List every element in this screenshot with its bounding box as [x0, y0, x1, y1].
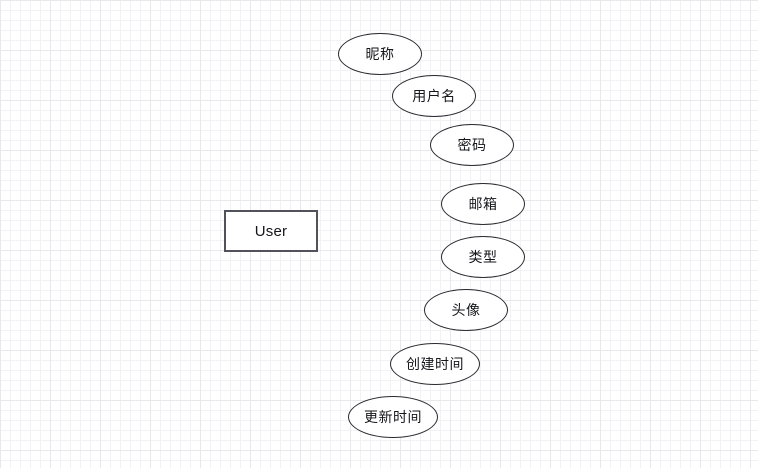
attr-avatar-label: 头像: [451, 302, 481, 318]
attr-type[interactable]: 类型: [441, 236, 525, 278]
attr-avatar[interactable]: 头像: [424, 289, 508, 331]
attr-create-time-label: 创建时间: [406, 356, 464, 372]
attr-update-time[interactable]: 更新时间: [348, 396, 438, 438]
attr-nickname-label: 昵称: [365, 46, 395, 62]
attr-create-time[interactable]: 创建时间: [390, 343, 480, 385]
attr-username-label: 用户名: [412, 88, 456, 104]
entity-user[interactable]: User: [224, 210, 318, 252]
attr-password-label: 密码: [457, 137, 487, 153]
attr-password[interactable]: 密码: [430, 124, 514, 166]
entity-user-label: User: [254, 222, 288, 240]
attr-type-label: 类型: [468, 249, 498, 265]
attr-nickname[interactable]: 昵称: [338, 33, 422, 75]
attr-email-label: 邮箱: [468, 196, 498, 212]
attr-email[interactable]: 邮箱: [441, 183, 525, 225]
attr-update-time-label: 更新时间: [364, 409, 422, 425]
attr-username[interactable]: 用户名: [392, 75, 476, 117]
